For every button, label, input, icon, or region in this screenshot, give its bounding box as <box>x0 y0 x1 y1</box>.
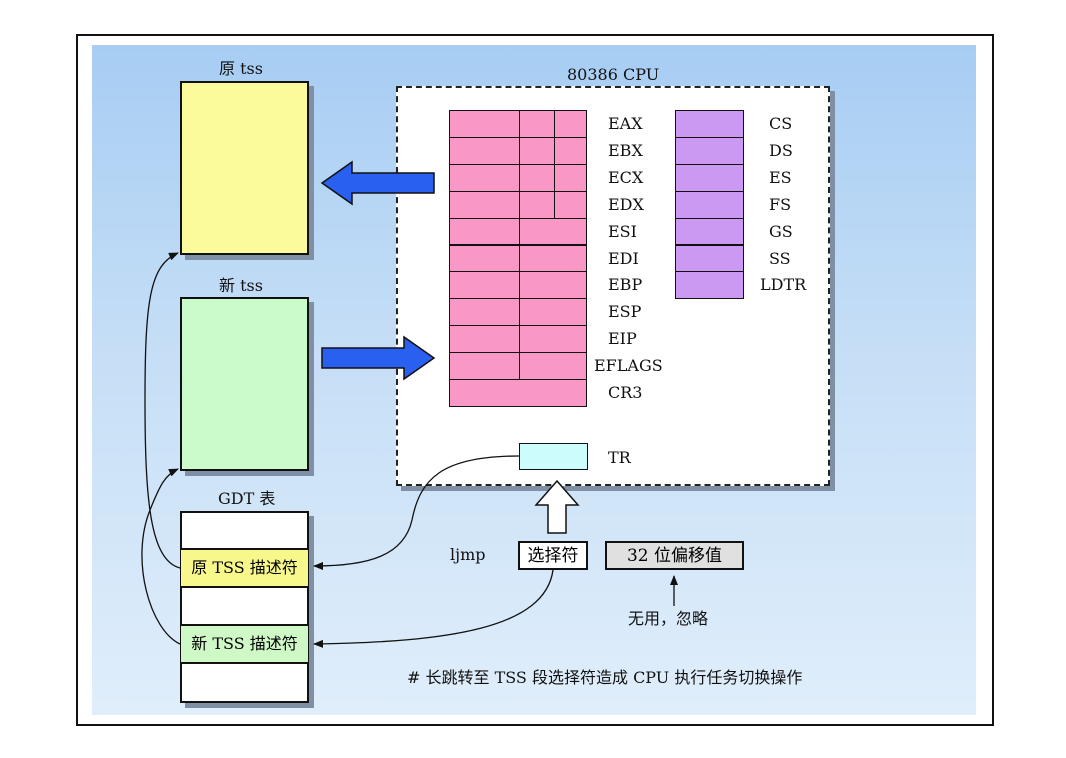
cpu-title: 80386 CPU <box>567 65 660 84</box>
register-divider <box>519 190 520 219</box>
offset-note: 无用，忽略 <box>628 609 709 628</box>
register-divider <box>554 110 555 138</box>
register-label: ESI <box>608 221 637 241</box>
gdt-old-tss-descriptor: 原 TSS 描述符 <box>180 549 309 587</box>
register-divider <box>519 325 520 354</box>
register-divider <box>554 163 555 192</box>
register-divider <box>554 136 555 165</box>
register-divider <box>519 136 520 165</box>
register-divider <box>519 244 520 273</box>
register-cr3 <box>449 379 587 407</box>
ljmp-mnemonic: ljmp <box>450 545 486 564</box>
register-divider <box>519 110 520 138</box>
selector-to-tr-arrow <box>534 479 580 534</box>
selector-to-new-descriptor-curve <box>313 569 554 648</box>
segment-register-label: LDTR <box>760 275 807 295</box>
offset-box: 32 位偏移值 <box>605 541 744 570</box>
segment-register-cs <box>675 110 744 138</box>
gdt-row <box>180 663 309 703</box>
register-label: EIP <box>608 329 637 349</box>
save-state-arrow <box>320 160 435 206</box>
new-descriptor-to-new-tss-curve <box>141 468 181 645</box>
register-label: EDX <box>608 194 644 214</box>
old-descriptor-to-old-tss-curve <box>144 252 181 569</box>
register-label: EBP <box>608 275 643 295</box>
register-label: EDI <box>608 248 639 268</box>
segment-register-ldtr <box>675 271 744 300</box>
segment-register-label: CS <box>769 114 793 133</box>
tr-register <box>519 443 588 470</box>
load-state-arrow <box>321 335 436 381</box>
register-label: ECX <box>608 167 644 187</box>
segment-register-label: ES <box>769 167 792 187</box>
register-esp <box>449 298 587 327</box>
tr-to-old-descriptor-curve <box>313 455 520 570</box>
register-divider <box>519 163 520 192</box>
diagram-caption: # 长跳转至 TSS 段选择符造成 CPU 执行任务切换操作 <box>407 668 803 687</box>
register-divider <box>519 271 520 300</box>
gdt-new-tss-descriptor: 新 TSS 描述符 <box>180 625 309 663</box>
segment-register-ds <box>675 136 744 165</box>
old-tss-block <box>180 81 309 255</box>
register-divider <box>519 298 520 327</box>
new-tss-label: 新 tss <box>219 276 263 295</box>
segment-register-label: GS <box>769 221 793 241</box>
selector-box: 选择符 <box>518 541 588 570</box>
register-label: EBX <box>608 140 643 160</box>
register-label: ESP <box>608 302 642 322</box>
register-ecx <box>449 163 587 192</box>
segment-register-ss <box>675 244 744 273</box>
gdt-row <box>180 587 309 625</box>
register-label: EAX <box>608 114 643 133</box>
register-eax <box>449 110 587 138</box>
new-tss-block <box>180 297 309 471</box>
segment-register-label: FS <box>769 194 792 214</box>
tr-label: TR <box>608 448 631 467</box>
gdt-title: GDT 表 <box>218 489 276 508</box>
register-label: CR3 <box>608 383 643 402</box>
register-divider <box>519 352 520 380</box>
segment-register-fs <box>675 190 744 219</box>
register-divider <box>519 217 520 246</box>
register-divider <box>554 190 555 219</box>
segment-register-label: DS <box>769 140 793 160</box>
register-ebx <box>449 136 587 165</box>
segment-register-label: SS <box>769 248 791 268</box>
register-label: EFLAGS <box>594 356 663 376</box>
gdt-row <box>180 511 309 549</box>
old-tss-label: 原 tss <box>219 59 263 78</box>
